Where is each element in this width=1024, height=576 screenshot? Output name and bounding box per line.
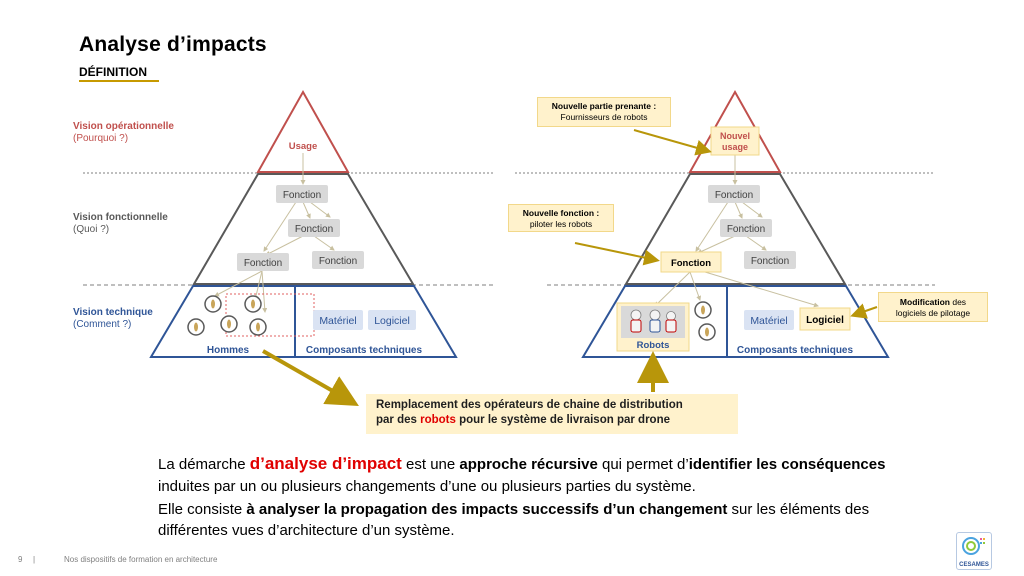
right-logiciel-box [799, 307, 851, 331]
vision-functional-title: Vision fonctionnelle [73, 212, 168, 223]
right-fonction-new-box [660, 251, 722, 273]
vision-functional-label: Vision fonctionnelle (Quoi ?) [73, 212, 168, 236]
person-icon-figure [211, 299, 215, 309]
page-subtitle: DÉFINITION [79, 65, 147, 79]
function-callout-body: piloter les robots [529, 219, 593, 229]
page-title: Analyse d’impacts [79, 33, 267, 56]
replacement-callout-line1: Remplacement des opérateurs de chaine de… [376, 399, 683, 411]
replacement-callout-line2: par des robots pour le système de livrai… [376, 413, 738, 428]
stakeholder-callout: Nouvelle partie prenante : Fournisseurs … [537, 97, 671, 127]
right-fonction-3-label: Fonction [751, 256, 789, 267]
right-usage-label-2: usage [722, 142, 748, 152]
person-icon-figure [251, 299, 255, 309]
subtitle-underline [79, 80, 159, 82]
para1-c: qui permet d’ [597, 456, 689, 473]
left-fonction-4-box [312, 251, 364, 269]
right-fonction-1-label: Fonction [715, 190, 753, 201]
replacement-callout-robots: robots [420, 414, 456, 426]
footer-page-number: 9 [18, 555, 23, 564]
left-fonction-4-label: Fonction [319, 256, 357, 267]
cesames-logo: CESAMES [956, 532, 992, 570]
left-hommes-label: Hommes [207, 345, 250, 356]
stakeholder-callout-body: Fournisseurs de robots [560, 112, 648, 122]
vision-functional-question: (Quoi ?) [73, 224, 110, 235]
arrow-to-logiciel [850, 303, 878, 319]
vision-technical-label: Vision technique (Comment ?) [73, 307, 153, 331]
vision-operational-label: Vision opérationnelle (Pourquoi ?) [73, 121, 174, 145]
left-fonction-2-label: Fonction [295, 224, 333, 235]
right-usage-box [710, 126, 760, 156]
left-composants-label: Composants techniques [306, 345, 423, 356]
para1-bold2: identifier les conséquences [688, 456, 886, 473]
left-logiciel-label: Logiciel [374, 315, 410, 327]
vision-technical-question: (Comment ?) [73, 319, 132, 330]
left-usage-label: Usage [289, 141, 318, 152]
footer-separator: | [33, 555, 36, 564]
para1-a: La démarche [158, 456, 250, 473]
replacement-callout-line2-b: pour le système de livraison par drone [455, 414, 670, 426]
left-fonction-3-box [237, 253, 289, 271]
modification-callout: Modification des logiciels de pilotage [878, 292, 988, 322]
right-fonction-3-box [744, 251, 796, 269]
right-fonction-2-label: Fonction [727, 224, 765, 235]
right-materiel-box [744, 310, 794, 330]
right-composants-label: Composants techniques [737, 345, 854, 356]
arrow-to-new-function [574, 242, 660, 266]
left-fonction-1-label: Fonction [283, 190, 321, 201]
person-icon-figure [705, 327, 709, 337]
right-fonction-1-box [708, 185, 760, 203]
para1-red: d’analyse d’impact [249, 454, 402, 473]
left-fonction-1-box [276, 185, 328, 203]
para2-bold: à analyser la propagation des impacts su… [246, 501, 728, 518]
left-technical-trapezoid [149, 285, 458, 358]
left-fonction-3-label: Fonction [244, 258, 282, 269]
vision-operational-title: Vision opérationnelle [73, 121, 174, 132]
left-materiel-box [313, 310, 363, 330]
stakeholder-callout-title: Nouvelle partie prenante : [551, 101, 657, 111]
function-callout: Nouvelle fonction : piloter les robots [508, 204, 614, 232]
para1-d: induites par un ou plusieurs changements… [158, 478, 696, 495]
right-fonction-2-box [720, 219, 772, 237]
right-pyramid: Nouvel usage Fonction Fonction Fonction … [581, 89, 890, 358]
right-usage-label-1: Nouvel [720, 131, 750, 141]
replacement-callout-line2-a: par des [376, 414, 421, 426]
para2-b: sur les éléments des différentes vues d’… [158, 501, 870, 539]
function-callout-title: Nouvelle fonction : [522, 208, 600, 218]
left-pyramid: Usage Fonction Fonction Fonction Fonctio… [149, 89, 458, 358]
arrow-hommes-to-callout [262, 349, 359, 406]
vision-operational-question: (Pourquoi ?) [73, 133, 129, 144]
person-icon-figure [256, 322, 260, 332]
arrow-to-new-usage [633, 129, 712, 156]
logo-icon [962, 537, 985, 555]
modification-callout-title: Modification [899, 297, 950, 307]
right-logiciel-label: Logiciel [806, 315, 844, 326]
left-fonction-2-box [288, 219, 340, 237]
vision-technical-title: Vision technique [73, 307, 153, 318]
person-icons [187, 295, 267, 336]
footer-text: Nos dispositifs de formation en architec… [64, 555, 218, 564]
robot-icon [630, 309, 677, 333]
modification-callout-body: logiciels de pilotage [895, 308, 971, 318]
para2-a: Elle consiste [158, 501, 247, 518]
person-icon-figure [227, 319, 231, 329]
definition-paragraph-2: Elle consiste à analyser la propagation … [158, 499, 918, 541]
modification-callout-title-line: Modification des [879, 297, 987, 308]
right-fonction-new-label: Fonction [671, 258, 711, 269]
modification-callout-rest: des [949, 297, 967, 307]
right-materiel-label: Matériel [750, 315, 787, 327]
left-materiel-label: Matériel [319, 315, 356, 327]
left-logiciel-box [368, 310, 416, 330]
person-icon-figure [194, 322, 198, 332]
definition-paragraph-1: La démarche d’analyse d’impact est une a… [158, 453, 918, 498]
para1-bold1: approche récursive [459, 456, 598, 473]
right-robots-label: Robots [637, 340, 670, 351]
logo-text: CESAMES [959, 562, 989, 568]
person-icon-figure [701, 305, 705, 315]
replacement-callout: Remplacement des opérateurs de chaine de… [366, 394, 738, 434]
para1-b: est une [401, 456, 460, 473]
